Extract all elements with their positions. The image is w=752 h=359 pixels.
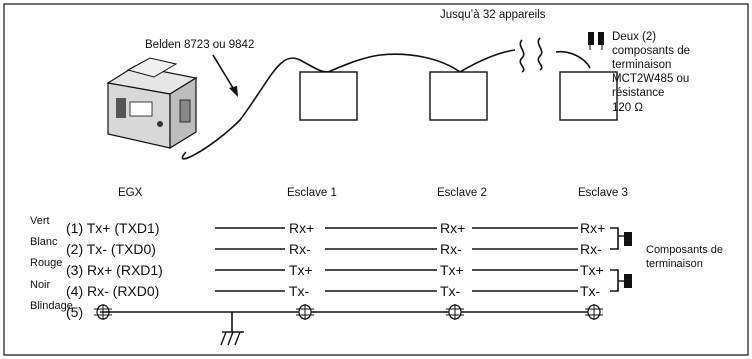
wire-color-label: Vert (30, 215, 50, 227)
cable-label: Belden 8723 ou 9842 (145, 39, 254, 51)
slave-3-header: Esclave 3 (578, 187, 628, 199)
termination-label-line2: terminaison (646, 258, 703, 270)
slave-2-pin: Tx- (440, 283, 461, 299)
wire-color-label: Noir (30, 279, 51, 291)
shield-icon (446, 304, 464, 320)
slave-1-header: Esclave 1 (287, 187, 337, 199)
slave-1-pin: Rx- (289, 241, 311, 257)
termination-note: Deux (2) composants de terminaison MCT2W… (612, 31, 690, 114)
bus-wires (100, 227, 590, 313)
slave-3-pin: Tx+ (580, 262, 604, 278)
egx-header: EGX (118, 187, 143, 199)
shield-icon (94, 304, 112, 320)
arrow-head (229, 86, 238, 97)
slave-1-box (299, 71, 358, 121)
slave-3-pin: Tx- (580, 283, 601, 299)
termination-components-icon (588, 32, 604, 50)
cable-continuation (555, 50, 591, 69)
wire-color-label: Blindage (30, 300, 73, 312)
wire-color-label: Rouge (30, 257, 62, 269)
wire-color-label: Blanc (30, 236, 58, 248)
slave-2-pin: Rx- (440, 241, 462, 257)
termination-component-upper (610, 227, 632, 250)
slave-2-box (429, 71, 488, 121)
slave-1-pin: Rx+ (289, 220, 314, 236)
cable-break-symbol (519, 37, 543, 73)
egx-pin-label: (5) (66, 304, 83, 320)
termination-component-lower (610, 269, 632, 292)
slave-1-pin: Tx+ (289, 262, 313, 278)
slave-3-pin: Rx+ (580, 220, 605, 236)
slave-3-box (559, 71, 618, 121)
shield-icon (585, 304, 603, 320)
egx-pin-label: (3) Rx+ (RXD1) (66, 262, 163, 278)
cable-arrow (212, 54, 237, 94)
svg-text:Deux (2): Deux (2) (612, 31, 656, 43)
slave-1-pin: Tx- (289, 283, 310, 299)
egx-device-illustration (106, 57, 198, 150)
slave-2-header: Esclave 2 (437, 187, 487, 199)
diagram-frame (3, 3, 749, 356)
svg-text:résistance: résistance (612, 87, 664, 99)
svg-text:composants de: composants de (612, 45, 690, 57)
svg-text:MCT2W485 ou: MCT2W485 ou (612, 73, 689, 85)
termination-label-line1: Composants de (646, 244, 723, 256)
up-to-label: Jusqu’à 32 appareils (440, 9, 546, 21)
egx-pin-label: (2) Tx- (TXD0) (66, 241, 156, 257)
shield-icon (296, 304, 314, 320)
egx-pin-label: (4) Rx- (RXD0) (66, 283, 159, 299)
egx-pin-label: (1) Tx+ (TXD1) (66, 220, 159, 236)
slave-3-pin: Rx- (580, 241, 602, 257)
ground-icon (220, 312, 244, 346)
slave-2-pin: Rx+ (440, 220, 465, 236)
svg-text:120 Ω: 120 Ω (612, 102, 643, 114)
svg-text:terminaison: terminaison (612, 59, 671, 71)
slave-2-pin: Tx+ (440, 262, 464, 278)
